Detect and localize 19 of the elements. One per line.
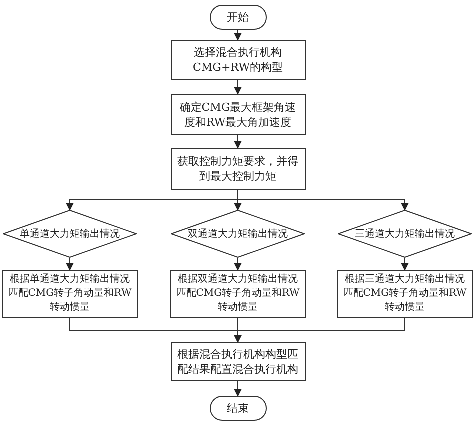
arrow (234, 318, 406, 343)
arrow (234, 30, 242, 41)
process-box: 获取控制力矩要求，并得到最大控制力矩 (170, 148, 306, 190)
decision-diamond: 三通道大力矩输出情况 (338, 210, 472, 258)
arrow (234, 258, 242, 271)
arrow (234, 80, 242, 95)
decision-diamond: 双通道大力矩输出情况 (171, 210, 305, 258)
process-box: 根据双通道大力矩输出情况匹配CMG转子角动量和RW转动惯量 (170, 270, 306, 318)
arrow (238, 190, 409, 211)
process-box: 选择混合执行机构CMG+RW的构型 (170, 40, 306, 80)
arrow (234, 134, 242, 149)
arrow (234, 380, 242, 397)
arrow (401, 258, 409, 271)
arrow (66, 258, 74, 271)
process-box: 根据混合执行机构构型匹配结果配置混合执行机构 (170, 342, 306, 381)
process-box: 确定CMG最大框架角速度和RW最大角加速度 (170, 94, 306, 135)
process-box: 根据三通道大力矩输出情况匹配CMG转子角动量和RW转动惯量 (337, 270, 473, 318)
process-box: 根据单通道大力矩输出情况匹配CMG转子角动量和RW转动惯量 (2, 270, 138, 318)
decision-diamond: 单通道大力矩输出情况 (3, 210, 137, 258)
